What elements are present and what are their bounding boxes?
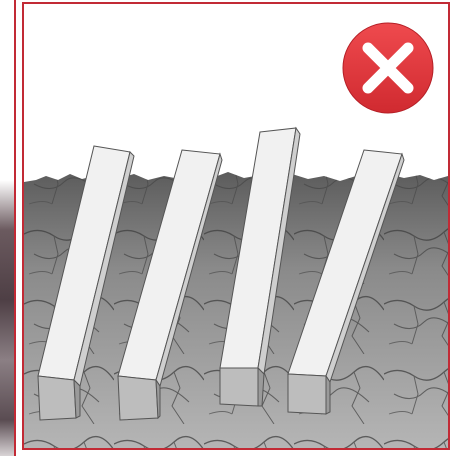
illustration-scene [24,4,448,448]
adjacent-image-edge [0,0,16,456]
illustration-panel [22,2,450,450]
close-x-icon [343,23,433,113]
